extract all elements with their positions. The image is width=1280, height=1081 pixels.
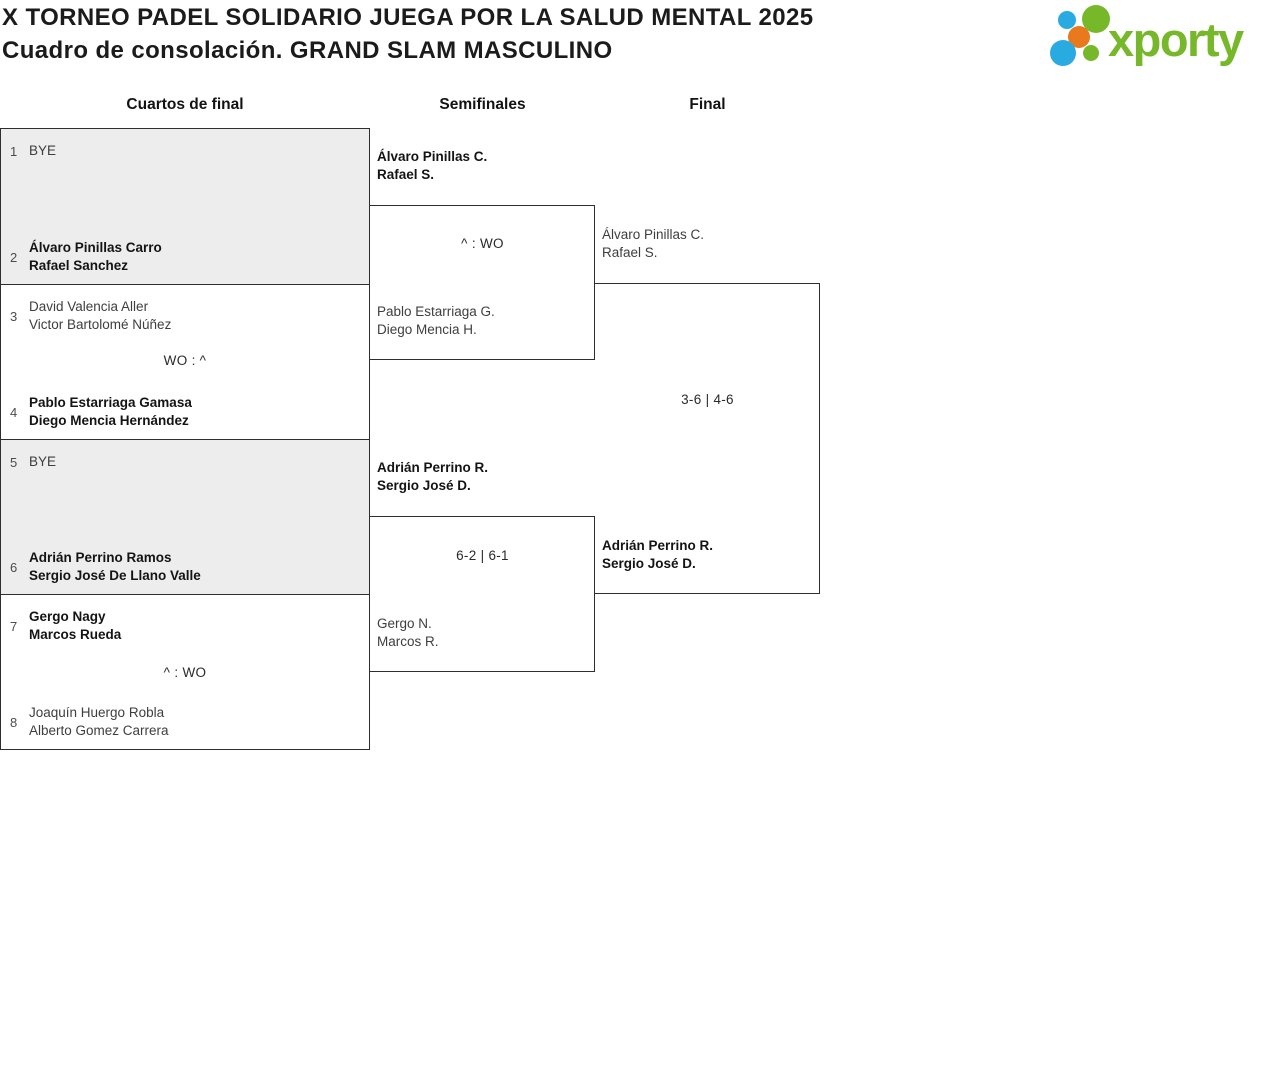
seed-number: 5 <box>10 454 18 470</box>
tournament-title: X TORNEO PADEL SOLIDARIO JUEGA POR LA SA… <box>2 4 814 31</box>
round-header-semifinals: Semifinales <box>439 96 526 113</box>
sf-match-2-box <box>370 516 595 672</box>
participant-row: 5 BYE <box>10 453 363 471</box>
sf2-top-team: Adrián Perrino R.Sergio José D. <box>377 460 489 493</box>
sf2-bottom-team: Gergo N.Marcos R. <box>377 616 439 649</box>
qf4-match-score: ^ : WO <box>163 665 207 680</box>
bracket-subtitle: Cuadro de consolación. GRAND SLAM MASCUL… <box>2 37 613 64</box>
participant-names: BYE <box>29 454 57 469</box>
logo-dot-blue-small-icon <box>1058 11 1076 29</box>
seed-number: 7 <box>10 618 18 634</box>
round-header-final: Final <box>689 96 726 113</box>
sf-match-1-box <box>370 205 595 360</box>
final-match-box <box>595 283 820 594</box>
final-top-team: Álvaro Pinillas C.Rafael S. <box>602 227 705 260</box>
seed-number: 4 <box>10 404 18 420</box>
participant-row: 1 BYE <box>10 142 363 160</box>
seed-number: 2 <box>10 249 18 265</box>
logo-wordmark: xporty <box>1108 13 1244 66</box>
sf1-top-team: Álvaro Pinillas C.Rafael S. <box>377 149 488 182</box>
logo-dot-orange-icon <box>1068 26 1090 48</box>
sf2-match-score: 6-2 | 6-1 <box>456 548 509 563</box>
sf1-bottom-team: Pablo Estarriaga G.Diego Mencia H. <box>377 304 495 337</box>
page-title-block: X TORNEO PADEL SOLIDARIO JUEGA POR LA SA… <box>2 1 813 67</box>
round-header-quarterfinals: Cuartos de final <box>126 96 244 113</box>
final-bottom-team: Adrián Perrino R.Sergio José D. <box>602 538 714 571</box>
logo-dot-green-small-icon <box>1083 45 1099 61</box>
final-match-score: 3-6 | 4-6 <box>681 392 734 407</box>
seed-number: 6 <box>10 559 18 575</box>
seed-number: 8 <box>10 714 18 730</box>
participant-names: BYE <box>29 143 57 158</box>
seed-number: 3 <box>10 308 18 324</box>
sf1-match-score: ^ : WO <box>461 236 504 251</box>
xporty-logo[interactable]: xporty <box>1048 2 1274 74</box>
qf2-match-score: WO : ^ <box>163 353 207 368</box>
seed-number: 1 <box>10 143 18 159</box>
logo-dot-blue-large-icon <box>1050 40 1076 66</box>
